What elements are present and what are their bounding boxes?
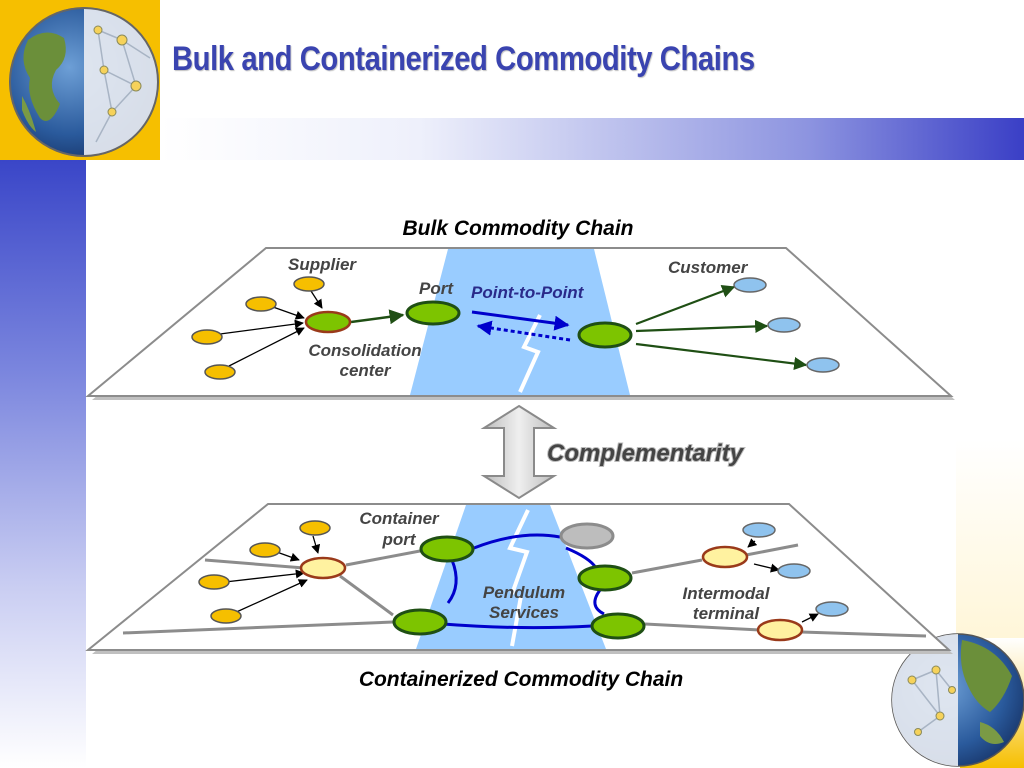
globe-icon	[9, 7, 159, 157]
supplier-node	[198, 574, 230, 590]
consolidation-to-port-arrow	[350, 309, 405, 325]
supplier-label: Supplier	[288, 255, 357, 274]
intermodal-label-line2: terminal	[693, 604, 760, 623]
container-port-node-inactive	[559, 522, 615, 550]
complementarity-arrow	[480, 404, 558, 500]
top-gradient-band	[160, 118, 1024, 160]
right-fade-band	[956, 440, 1024, 640]
intermodal-terminal-node	[756, 618, 804, 642]
customer-node	[767, 317, 801, 333]
point-to-point-label: Point-to-Point	[471, 283, 585, 302]
port-label: Port	[419, 279, 454, 298]
consolidation-label: Consolidation	[308, 341, 421, 360]
customer-arrows	[635, 285, 808, 371]
land-links	[122, 543, 927, 638]
container-port-label: Container	[359, 509, 440, 528]
intermodal-terminal-node	[299, 556, 347, 580]
customer-node	[806, 357, 840, 373]
container-port-label-line2: port	[381, 530, 416, 549]
supplier-node	[245, 296, 277, 312]
container-port-node	[392, 608, 448, 636]
page-title: Bulk and Containerized Commodity Chains	[172, 40, 755, 78]
supplier-node	[299, 520, 331, 536]
pendulum-routes	[442, 533, 605, 630]
customer-node	[733, 277, 767, 293]
bulk-destination-port-node	[577, 321, 633, 349]
container-port-node	[590, 612, 646, 640]
consolidation-label-line2: center	[339, 361, 391, 380]
pendulum-label-line2: Services	[489, 603, 559, 622]
supplier-node	[293, 276, 325, 292]
supplier-arrows	[219, 290, 323, 367]
complementarity-label: Complementarity	[547, 440, 745, 467]
customer-node	[777, 563, 811, 579]
globe-icon	[891, 633, 1024, 767]
consolidation-center-node	[304, 310, 352, 334]
supplier-node	[204, 364, 236, 380]
container-port-node	[577, 564, 633, 592]
container-plane	[85, 503, 953, 654]
pendulum-label: Pendulum	[483, 583, 565, 602]
intermodal-terminal-node	[701, 545, 749, 569]
container-chain-heading: Containerized Commodity Chain	[359, 668, 683, 691]
customer-node	[742, 522, 776, 538]
bulk-water	[410, 249, 630, 395]
bulk-port-node	[405, 300, 461, 326]
bulk-chain-heading: Bulk Commodity Chain	[402, 217, 633, 240]
container-port-node	[419, 535, 475, 563]
point-to-point-arrow	[471, 310, 570, 331]
supplier-node	[191, 329, 223, 345]
intermodal-label: Intermodal	[683, 584, 771, 603]
point-to-point-return-arrow	[476, 320, 571, 342]
customer-node	[815, 601, 849, 617]
left-gradient-band	[0, 160, 86, 768]
supplier-node	[210, 608, 242, 624]
supplier-node	[249, 542, 281, 558]
customer-label: Customer	[668, 258, 749, 277]
